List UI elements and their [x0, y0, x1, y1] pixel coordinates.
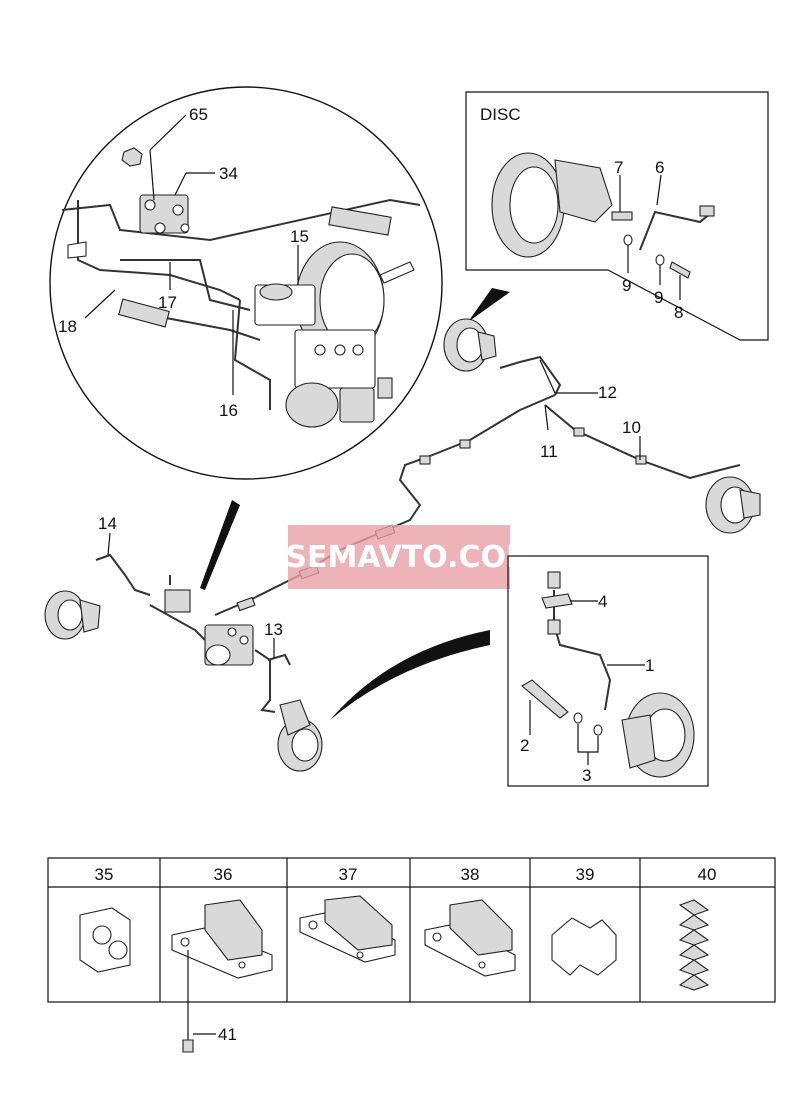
callout-65: 65 [189, 105, 208, 124]
callout-2: 2 [520, 736, 529, 755]
brake-line-routing: 12 10 11 14 13 [44, 318, 761, 772]
abs-unit-detail-view: 65 34 15 17 18 16 [49, 86, 443, 480]
callout-16: 16 [219, 401, 238, 420]
callout-14: 14 [98, 514, 117, 533]
callout-11: 11 [540, 442, 558, 461]
callout-7: 7 [614, 158, 623, 177]
callout-1: 1 [645, 656, 654, 675]
watermark: VSEMAVTO.COM [262, 525, 536, 589]
disc-brake-inset: DISC 7 6 9 9 8 [465, 91, 769, 341]
callout-17: 17 [158, 293, 177, 312]
clip-header-39: 39 [576, 865, 595, 884]
clip-37-illustration [299, 895, 396, 963]
clip-header-36: 36 [214, 865, 233, 884]
clip-table: 35 36 37 38 39 40 [47, 857, 776, 1053]
clip-header-37: 37 [339, 865, 358, 884]
clip-40-illustration [678, 899, 710, 991]
callout-8: 8 [674, 303, 683, 322]
callout-9-right: 9 [654, 288, 663, 307]
zoom-wedge-lower [330, 630, 490, 720]
clip-38-illustration [424, 899, 516, 977]
clip-35-illustration [79, 907, 131, 973]
callout-12: 12 [598, 383, 617, 402]
callout-34: 34 [219, 164, 238, 183]
disc-box-title: DISC [480, 105, 521, 124]
callout-13: 13 [264, 620, 283, 639]
callout-6: 6 [655, 158, 664, 177]
front-hose-inset: 4 1 2 3 [507, 555, 709, 787]
callout-41: 41 [218, 1025, 237, 1044]
callout-3: 3 [582, 766, 591, 785]
zoom-wedge-upper [468, 288, 510, 322]
clip-header-40: 40 [698, 865, 717, 884]
clip-header-38: 38 [461, 865, 480, 884]
callout-4: 4 [598, 592, 607, 611]
clip-header-35: 35 [95, 865, 114, 884]
zoom-wedge-left [200, 500, 240, 590]
watermark-text: VSEMAVTO.COM [262, 540, 536, 575]
callout-15: 15 [290, 227, 309, 246]
clip-39-illustration [551, 917, 617, 976]
callout-10: 10 [622, 418, 641, 437]
callout-18: 18 [58, 317, 77, 336]
clip-36-illustration [171, 899, 273, 1040]
callout-9-left: 9 [622, 276, 631, 295]
